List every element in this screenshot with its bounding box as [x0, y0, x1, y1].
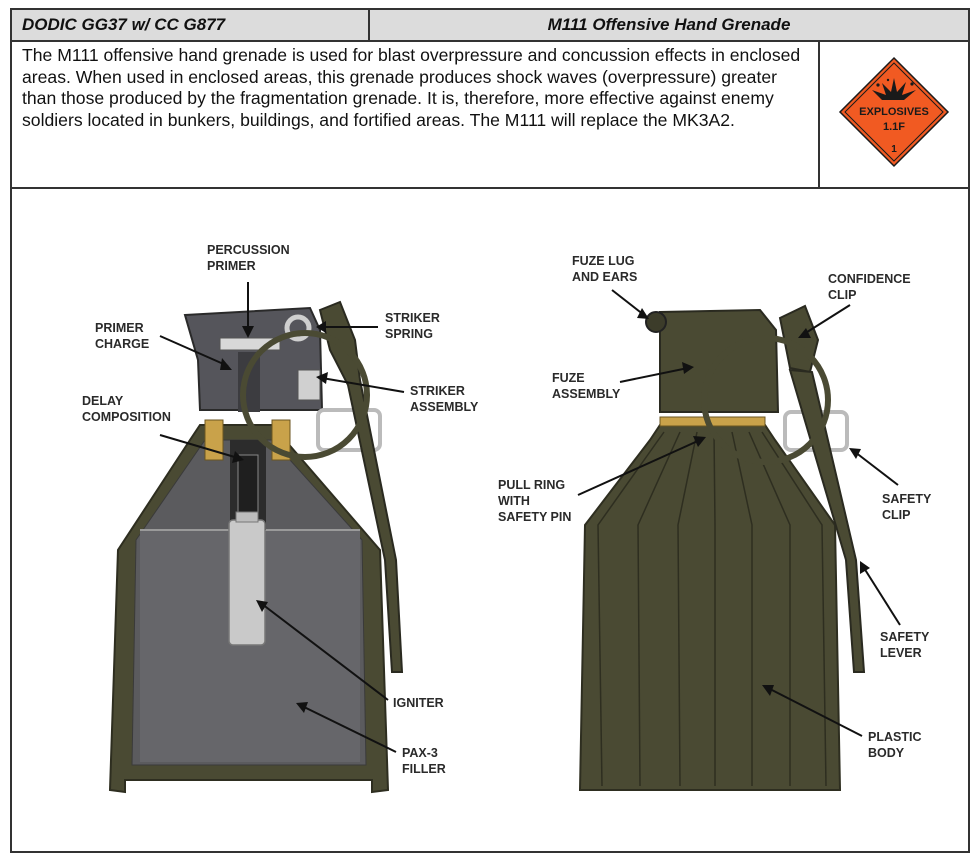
label-plastic-body-2: BODY: [868, 746, 905, 760]
cutaway-labels: PERCUSSION PRIMER PRIMER CHARGE STRIKER …: [82, 243, 479, 776]
label-primer-charge-1: PRIMER: [95, 321, 144, 335]
label-striker-spring-2: SPRING: [385, 327, 433, 341]
igniter-cylinder: [228, 519, 266, 646]
label-confidence-clip-1: CONFIDENCE: [828, 272, 911, 286]
description-text: The M111 offensive hand grenade is used …: [12, 40, 820, 187]
label-delay-composition-1: DELAY: [82, 394, 124, 408]
label-safety-lever-2: LEVER: [880, 646, 922, 660]
label-pull-ring-2: WITH: [498, 494, 530, 508]
label-fuze-lug-1: FUZE LUG: [572, 254, 635, 268]
datasheet-frame: DODIC GG37 w/ CC G877 M111 Offensive Han…: [10, 8, 970, 853]
label-striker-spring-1: STRIKER: [385, 311, 440, 325]
label-safety-lever-1: SAFETY: [880, 630, 930, 644]
label-primer-charge-2: CHARGE: [95, 337, 149, 351]
label-percussion-primer-2: PRIMER: [207, 259, 256, 273]
label-plastic-body-1: PLASTIC: [868, 730, 921, 744]
exterior-grenade: [578, 304, 866, 791]
label-percussion-primer-1: PERCUSSION: [207, 243, 290, 257]
placard-diamond: [838, 56, 950, 168]
label-igniter: IGNITER: [393, 696, 444, 710]
placard-class-text: 1.1F: [883, 121, 905, 133]
label-pull-ring-3: SAFETY PIN: [498, 510, 571, 524]
label-striker-assembly-1: STRIKER: [410, 384, 465, 398]
label-delay-composition-2: COMPOSITION: [82, 410, 171, 424]
cutaway-safety-clip: [316, 408, 382, 452]
exterior-labels: FUZE LUG AND EARS CONFIDENCE CLIP FUZE A…: [498, 254, 932, 760]
page-title: M111 Offensive Hand Grenade: [547, 15, 791, 34]
label-pax3-filler-1: PAX-3: [402, 746, 438, 760]
header-bar: DODIC GG37 w/ CC G877 M111 Offensive Han…: [12, 10, 968, 42]
label-fuze-lug-2: AND EARS: [572, 270, 637, 284]
label-fuze-assembly-1: FUZE: [552, 371, 585, 385]
placard-division-text: 1: [891, 144, 897, 155]
delay-composition-brass-left: [204, 419, 224, 461]
label-safety-clip-2: CLIP: [882, 508, 910, 522]
placard-explosives-text: EXPLOSIVES: [859, 106, 929, 118]
hazard-placard: EXPLOSIVES 1.1F 1: [820, 40, 968, 187]
label-fuze-assembly-2: ASSEMBLY: [552, 387, 621, 401]
striker-spring-part: [284, 314, 312, 342]
label-safety-clip-1: SAFETY: [882, 492, 932, 506]
cutaway-pull-ring: [240, 330, 370, 460]
exterior-safety-lever: [788, 368, 866, 673]
exterior-brass-ring: [659, 416, 766, 427]
exterior-pull-ring: [701, 335, 831, 465]
label-confidence-clip-2: CLIP: [828, 288, 856, 302]
label-pull-ring-1: PULL RING: [498, 478, 565, 492]
exterior-plastic-body: [578, 424, 842, 791]
cutaway-grenade: [108, 300, 404, 794]
fuze-lug: [645, 311, 667, 333]
label-pax3-filler-2: FILLER: [402, 762, 446, 776]
striker-assembly-part: [297, 369, 321, 401]
label-striker-assembly-2: ASSEMBLY: [410, 400, 479, 414]
explosion-icon: [872, 78, 916, 100]
dodic-code: DODIC GG37 w/ CC G877: [22, 15, 226, 34]
